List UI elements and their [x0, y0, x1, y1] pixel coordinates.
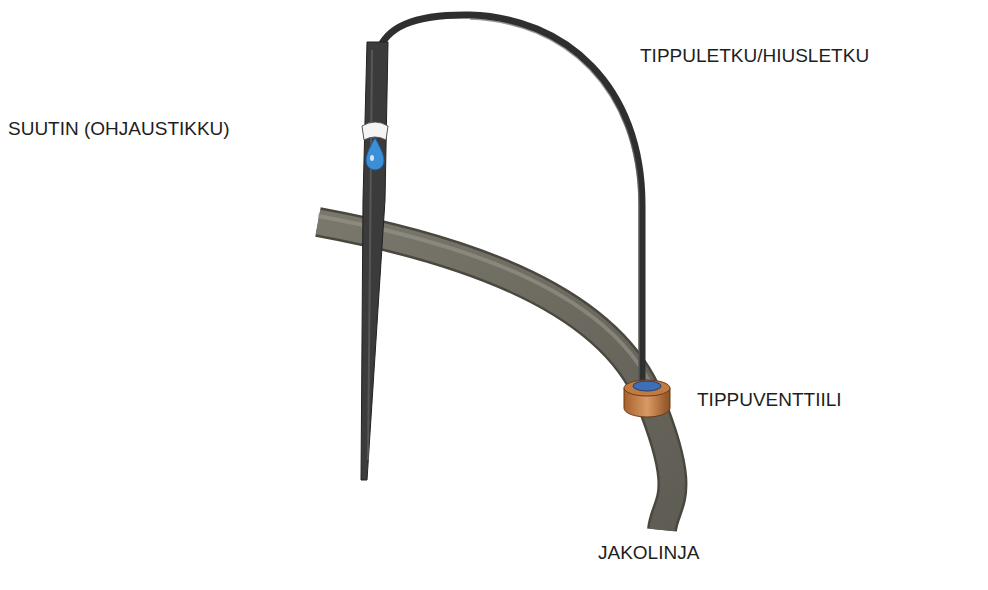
stake: [361, 42, 388, 480]
drip-valve-top: [624, 380, 670, 396]
part-label: JAKOLINJA: [598, 542, 699, 565]
part-label: TIPPULETKU/HIUSLETKU: [640, 45, 869, 68]
part-label: SUUTIN (OHJAUSTIKKU): [8, 118, 230, 141]
hose-highlight: [470, 19, 639, 380]
drip-valve-cap: [633, 381, 661, 391]
drop-shine: [370, 155, 374, 161]
water-drop: [366, 138, 384, 170]
part-label: TIPPUVENTTIILI: [697, 389, 842, 412]
capillary-hose: [378, 15, 642, 385]
stake-highlight: [368, 50, 372, 460]
